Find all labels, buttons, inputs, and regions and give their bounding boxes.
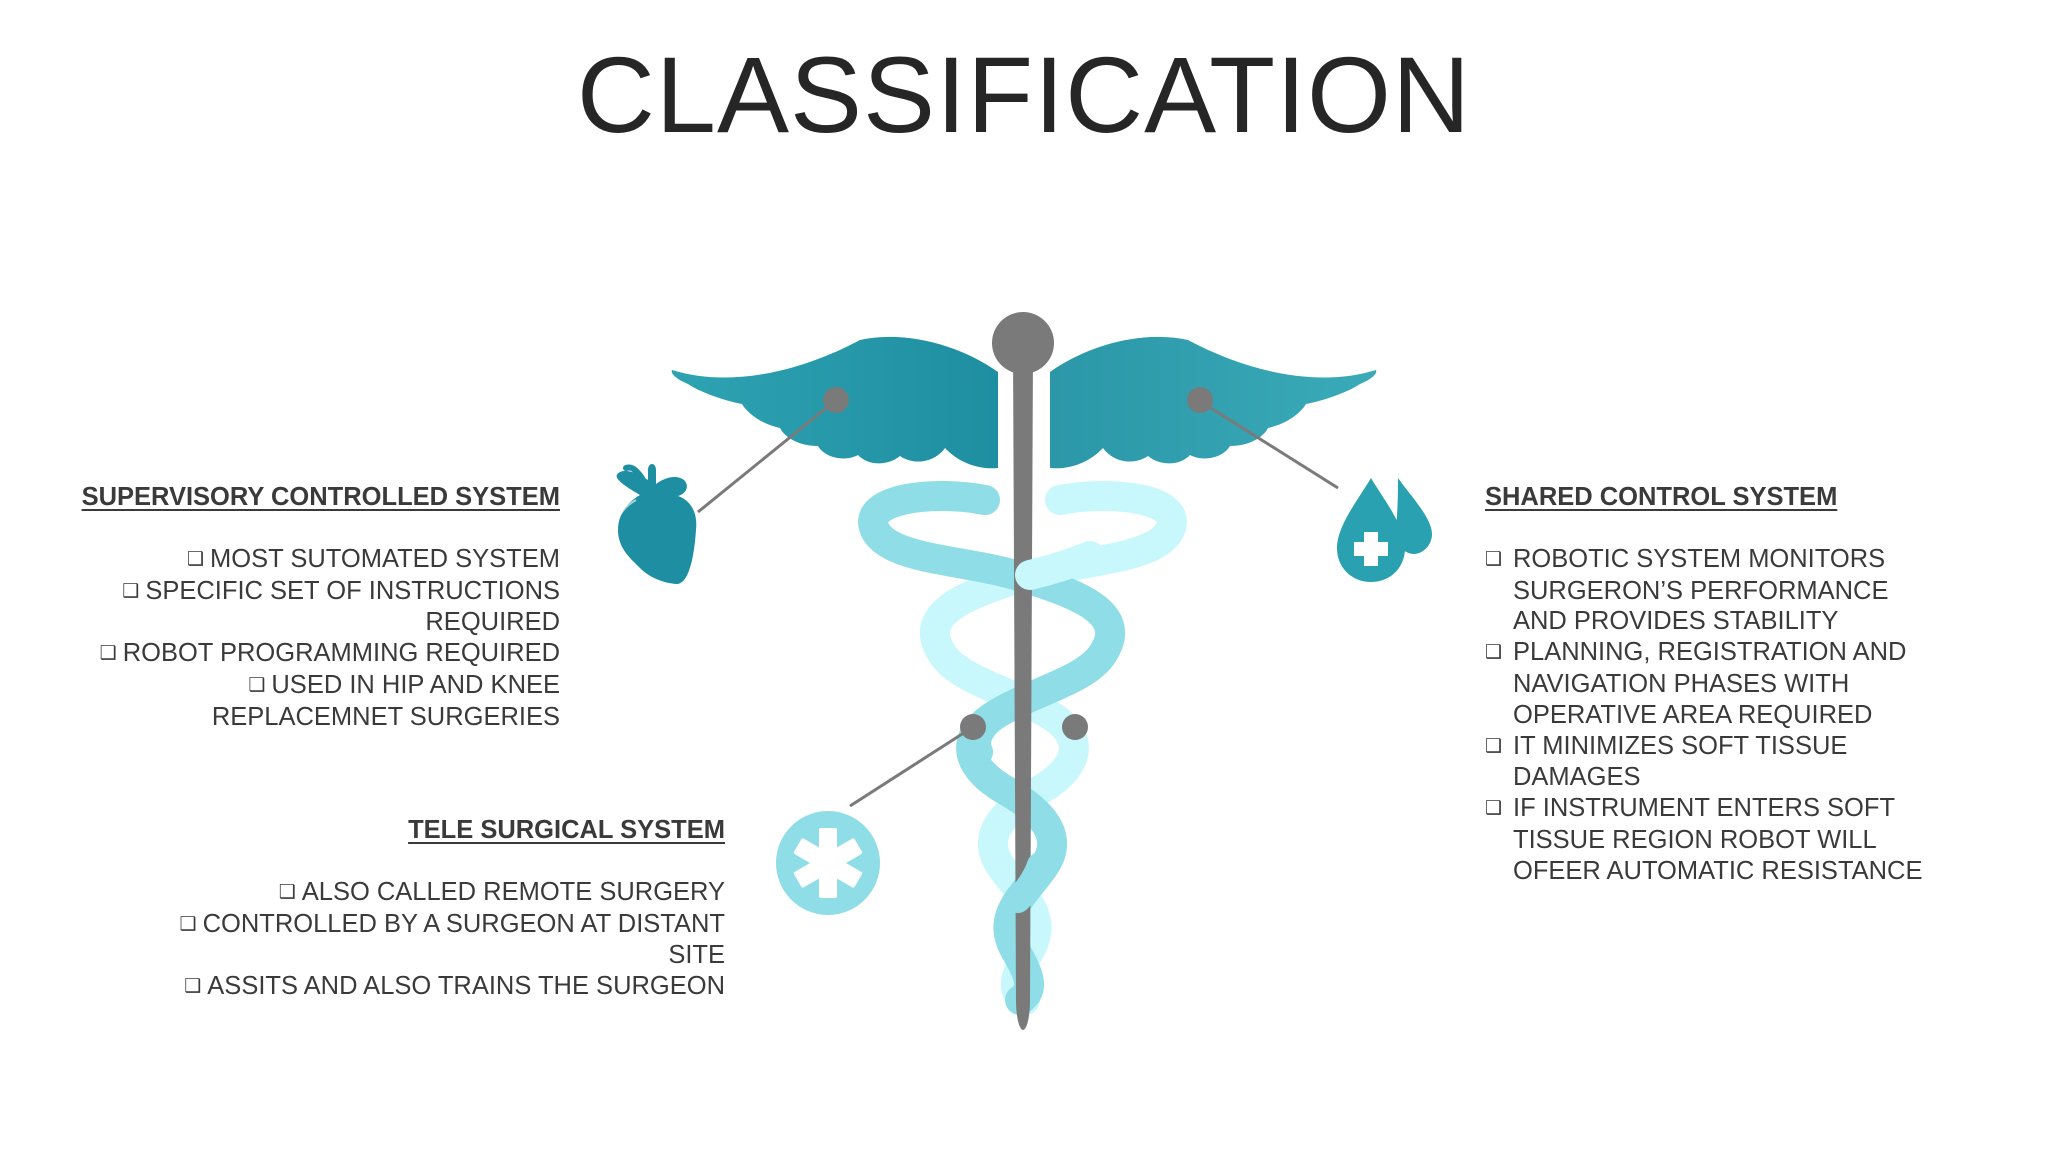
heart-icon	[614, 464, 697, 585]
checkbox-bullet-icon: ❑	[1485, 642, 1503, 664]
shared-list: ❑ROBOTIC SYSTEM MONITORS SURGERON’S PERF…	[1485, 544, 1925, 887]
list-item: ❑ROBOTIC SYSTEM MONITORS SURGERON’S PERF…	[1485, 544, 1889, 636]
list-item: ❑MOST SUTOMATED SYSTEM	[60, 544, 560, 576]
checkbox-bullet-icon: ❑	[184, 976, 202, 998]
tele-list: ❑ALSO CALLED REMOTE SURGERY ❑CONTROLLED …	[160, 877, 725, 1003]
checkbox-bullet-icon: ❑	[1485, 798, 1503, 820]
supervisory-heading: SUPERVISORY CONTROLLED SYSTEM	[81, 483, 560, 511]
callout-lines	[697, 398, 1339, 808]
callout-dots	[823, 387, 1213, 740]
tele-section: TELE SURGICAL SYSTEM ❑ALSO CALLED REMOTE…	[160, 815, 725, 1003]
list-item: ❑USED IN HIP AND KNEE REPLACEMNET SURGER…	[211, 670, 560, 731]
list-item: ❑IT MINIMIZES SOFT TISSUE DAMAGES	[1485, 731, 1848, 792]
list-item: ❑PLANNING, REGISTRATION AND NAVIGATION P…	[1485, 638, 1907, 729]
checkbox-bullet-icon: ❑	[122, 580, 140, 602]
shared-section: SHARED CONTROL SYSTEM ❑ROBOTIC SYSTEM MO…	[1485, 482, 1925, 887]
checkbox-bullet-icon: ❑	[99, 643, 117, 665]
list-item: ❑SPECIFIC SET OF INSTRUCTIONS REQUIRED	[122, 576, 560, 637]
checkbox-bullet-icon: ❑	[1485, 735, 1503, 757]
supervisory-section: SUPERVISORY CONTROLLED SYSTEM ❑MOST SUTO…	[60, 482, 560, 733]
checkbox-bullet-icon: ❑	[278, 881, 296, 903]
medical-asterisk-icon	[776, 811, 880, 915]
checkbox-bullet-icon: ❑	[187, 548, 205, 570]
list-item: ❑ROBOT PROGRAMMING REQUIRED	[60, 638, 560, 670]
list-item: ❑CONTROLLED BY A SURGEON AT DISTANT SITE	[179, 909, 725, 970]
list-item: ❑ALSO CALLED REMOTE SURGERY	[160, 877, 725, 909]
list-item: ❑ASSITS AND ALSO TRAINS THE SURGEON	[160, 971, 725, 1003]
checkbox-bullet-icon: ❑	[179, 913, 197, 935]
checkbox-bullet-icon: ❑	[248, 674, 266, 696]
supervisory-list: ❑MOST SUTOMATED SYSTEM ❑SPECIFIC SET OF …	[60, 544, 560, 733]
page-title: CLASSIFICATION	[576, 34, 1472, 155]
blood-drop-icon	[1337, 478, 1432, 582]
right-wing	[1050, 336, 1377, 469]
tele-heading: TELE SURGICAL SYSTEM	[408, 816, 725, 844]
checkbox-bullet-icon: ❑	[1485, 548, 1503, 570]
list-item: ❑IF INSTRUMENT ENTERS SOFT TISSUE REGION…	[1485, 794, 1923, 885]
shared-heading: SHARED CONTROL SYSTEM	[1485, 483, 1838, 511]
